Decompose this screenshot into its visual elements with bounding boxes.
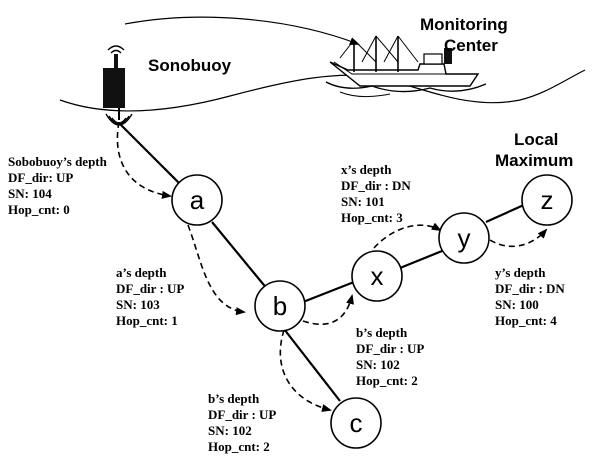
- arrow-to-z: [489, 228, 548, 248]
- info-y-dfdir: DF_dir : DN: [495, 281, 565, 296]
- link-b-c: [283, 328, 341, 402]
- link-sonobuoy-a: [119, 123, 182, 186]
- info-sonobuoy-hop: Hop_cnt: 0: [8, 202, 70, 217]
- info-a-sn: SN: 103: [116, 297, 160, 312]
- info-sonobuoy: Sobobuoy’s depth DF_dir: UP SN: 104 Hop_…: [8, 154, 108, 217]
- info-b-right-sn: SN: 102: [356, 357, 400, 372]
- arrow-to-c: [279, 329, 332, 412]
- link-b-x: [302, 280, 355, 304]
- local-max-title-line1: Local: [514, 130, 558, 149]
- monitoring-title-line2: Center: [444, 36, 498, 55]
- arrow-to-a: [116, 121, 172, 199]
- node-b: b: [254, 280, 306, 332]
- info-a-dfdir: DF_dir : UP: [116, 281, 184, 296]
- info-b-right-dfdir: DF_dir : UP: [356, 341, 424, 356]
- info-x-dfdir: DF_dir : DN: [341, 178, 411, 193]
- info-y-sn: SN: 100: [495, 297, 539, 312]
- info-b-right-hop: Hop_cnt: 2: [356, 373, 418, 388]
- info-sonobuoy-dfdir: DF_dir: UP: [8, 170, 73, 185]
- info-b-lower: b’s depth DF_dir : UP SN: 102 Hop_cnt: 2: [208, 391, 276, 454]
- info-b-lower-sn: SN: 102: [208, 423, 252, 438]
- node-x-label: x: [371, 261, 384, 291]
- info-x: x’s depth DF_dir : DN SN: 101 Hop_cnt: 3: [341, 162, 411, 225]
- node-a: a: [171, 174, 223, 226]
- node-x: x: [351, 250, 403, 302]
- link-y-z: [485, 202, 527, 224]
- node-a-label: a: [190, 185, 205, 215]
- node-z-label: z: [541, 185, 554, 215]
- node-c-label: c: [350, 408, 363, 438]
- info-x-depth: x’s depth: [341, 162, 392, 177]
- info-x-hop: Hop_cnt: 3: [341, 210, 403, 225]
- info-x-sn: SN: 101: [341, 194, 385, 209]
- info-y-hop: Hop_cnt: 4: [495, 313, 557, 328]
- info-b-lower-depth: b’s depth: [208, 391, 260, 406]
- forward-arrows: [116, 121, 548, 412]
- arrow-to-x: [302, 294, 354, 326]
- network-links: [119, 123, 527, 402]
- link-a-b: [211, 221, 269, 291]
- node-y: y: [438, 212, 490, 264]
- info-b-right-depth: b’s depth: [356, 325, 408, 340]
- info-a: a’s depth DF_dir : UP SN: 103 Hop_cnt: 1: [116, 265, 184, 328]
- local-max-title-line2: Maximum: [495, 151, 573, 170]
- info-a-hop: Hop_cnt: 1: [116, 313, 178, 328]
- node-y-label: y: [458, 223, 471, 253]
- info-y: y’s depth DF_dir : DN SN: 100 Hop_cnt: 4: [495, 265, 565, 328]
- sonobuoy-title: Sonobuoy: [148, 56, 232, 75]
- arrow-to-y: [373, 222, 442, 249]
- link-x-y: [399, 249, 443, 270]
- sonobuoy-icon: [103, 45, 133, 126]
- node-c: c: [330, 397, 382, 449]
- info-b-lower-hop: Hop_cnt: 2: [208, 439, 270, 454]
- info-sonobuoy-sn: SN: 104: [8, 186, 52, 201]
- ship-icon: [325, 35, 487, 98]
- node-b-label: b: [273, 291, 287, 321]
- signal-to-center-arrow: [124, 16, 360, 45]
- info-b-right: b’s depth DF_dir : UP SN: 102 Hop_cnt: 2: [356, 325, 424, 388]
- info-b-lower-dfdir: DF_dir : UP: [208, 407, 276, 422]
- info-sonobuoy-depth: Sobobuoy’s depth: [8, 154, 108, 169]
- info-a-depth: a’s depth: [116, 265, 167, 280]
- node-z: z: [521, 174, 573, 226]
- water-surface-wave: [59, 69, 586, 112]
- arrow-to-b: [187, 224, 246, 316]
- info-y-depth: y’s depth: [495, 265, 546, 280]
- monitoring-title-line1: Monitoring: [420, 15, 508, 34]
